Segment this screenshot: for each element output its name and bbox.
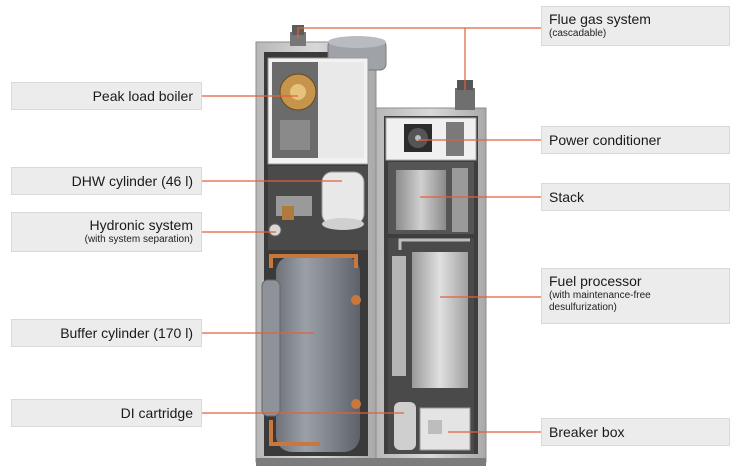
di-cartridge-and-breaker-box [388,398,474,454]
buffer-cylinder [261,250,368,456]
callout-stack: Stack [541,183,730,211]
callout-buffer-cylinder-label: Buffer cylinder (170 l) [60,325,193,341]
callout-flue-gas-system-sublabel: (cascadable) [549,28,607,39]
callout-power-conditioner-label: Power conditioner [549,132,662,148]
dhw-cylinder [268,166,368,250]
callout-flue-gas-system: Flue gas system (cascadable) [541,6,730,46]
leader-line-flue [464,27,541,90]
callout-fuel-processor-label: Fuel processor [549,273,642,289]
callout-hydronic-system-label: Hydronic system [89,217,193,233]
callout-di-cartridge: DI cartridge [11,399,202,427]
callout-hydronic-system: Hydronic system (with system separation) [11,212,202,252]
base-plinth [256,458,486,466]
callout-buffer-cylinder: Buffer cylinder (170 l) [11,319,202,347]
callout-power-conditioner: Power conditioner [541,126,730,154]
stack [388,162,474,234]
callout-flue-gas-system-label: Flue gas system [549,11,651,27]
callout-di-cartridge-label: DI cartridge [120,405,193,421]
callout-dhw-cylinder-label: DHW cylinder (46 l) [71,173,193,189]
callout-fuel-processor: Fuel processor (with maintenance-free de… [541,268,730,324]
callout-stack-label: Stack [549,189,585,205]
callout-peak-load-boiler-label: Peak load boiler [92,88,193,104]
callout-breaker-box-label: Breaker box [549,424,625,440]
fuel-processor [388,238,474,398]
peak-load-boiler [267,57,369,165]
callout-fuel-processor-sublabel: (with maintenance-free desulfurization) [549,290,651,313]
callout-dhw-cylinder: DHW cylinder (46 l) [11,167,202,195]
callout-breaker-box: Breaker box [541,418,730,446]
power-conditioner [385,117,477,161]
callout-hydronic-system-sublabel: (with system separation) [84,234,193,245]
leader-line-flue-branch [297,27,465,38]
leader-lines [202,27,541,433]
callout-peak-load-boiler: Peak load boiler [11,82,202,110]
